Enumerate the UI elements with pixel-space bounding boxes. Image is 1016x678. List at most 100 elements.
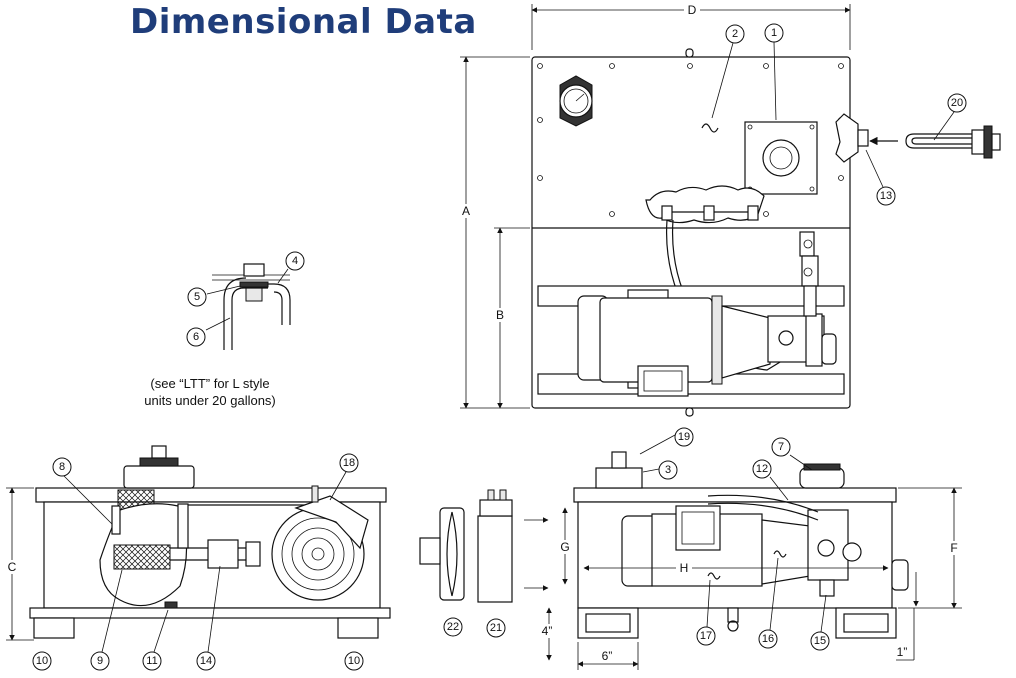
dimension-d-label: D (688, 3, 697, 17)
callout-22: 22 (443, 617, 463, 637)
dimension-c-label: C (8, 560, 17, 574)
callout-8: 8 (52, 457, 72, 477)
callout-1: 1 (764, 23, 784, 43)
front-pump-bell (761, 519, 811, 585)
side-piping (170, 503, 318, 569)
drain-plug (164, 601, 178, 609)
callout-13: 13 (876, 186, 896, 206)
immersion-heater (869, 125, 1001, 159)
callout-15: 15 (810, 631, 830, 651)
dimension-b-label: B (496, 308, 504, 322)
level-mark-17 (707, 572, 721, 580)
leveling-foot-left (33, 617, 75, 639)
style-note-line-2: units under 20 gallons) (144, 393, 276, 408)
callout-14: 14 (196, 651, 216, 671)
heater-port-fitting (857, 129, 869, 147)
lifting-tab-top (685, 48, 694, 58)
callout-10-right: 10 (344, 651, 364, 671)
svg-text:15: 15 (814, 635, 826, 647)
callout-12: 12 (752, 459, 772, 479)
bolt-thread (245, 286, 263, 302)
leveling-foot-right (337, 617, 379, 639)
svg-text:3: 3 (665, 464, 671, 476)
filler-breather (123, 465, 195, 489)
accessory-parts (419, 489, 549, 603)
svg-text:19: 19 (678, 431, 690, 443)
front-view: G H F 4” 6” 1” (534, 451, 962, 670)
svg-text:12: 12 (756, 463, 768, 475)
style-note-line-1: (see “LTT” for L style (150, 376, 270, 391)
motor-top-view (577, 295, 771, 397)
front-return-hose (707, 494, 819, 513)
svg-text:6: 6 (193, 331, 199, 343)
callout-17: 17 (696, 626, 716, 646)
return-filter-21 (477, 515, 513, 603)
dimension-a-label: A (462, 204, 470, 218)
dimension-1in-label: 1” (897, 645, 908, 659)
dimension-f-label: F (950, 541, 957, 555)
callout-16: 16 (758, 629, 778, 649)
svg-text:16: 16 (762, 633, 774, 645)
dimension-g-label: G (560, 540, 569, 554)
heater-port-housing (835, 113, 859, 163)
svg-text:13: 13 (880, 190, 892, 202)
svg-text:10: 10 (348, 655, 360, 667)
callout-5: 5 (187, 287, 207, 307)
callout-leaders (63, 41, 955, 653)
side-view: C (4, 445, 391, 641)
svg-text:11: 11 (146, 655, 157, 667)
dimension-h-label: H (680, 561, 689, 575)
side-skid (29, 607, 391, 619)
svg-text:21: 21 (490, 622, 502, 634)
callout-3: 3 (658, 460, 678, 480)
pump-valve-assembly (767, 231, 837, 367)
callout-6: 6 (186, 327, 206, 347)
svg-text:20: 20 (951, 97, 963, 109)
clean-out-cover (744, 121, 818, 195)
callout-21: 21 (486, 618, 506, 638)
svg-text:22: 22 (447, 621, 459, 633)
svg-text:17: 17 (700, 630, 712, 642)
pressure-gauge (559, 75, 593, 127)
callout-2: 2 (725, 24, 745, 44)
sight-gauge (111, 505, 121, 535)
callout-4: 4 (285, 251, 305, 271)
filter-head (479, 499, 513, 517)
front-valve-block (807, 509, 849, 581)
svg-text:10: 10 (36, 655, 48, 667)
lifting-tab-bottom (685, 407, 694, 417)
svg-text:4: 4 (292, 255, 298, 267)
washer (239, 281, 269, 288)
svg-text:2: 2 (732, 28, 738, 40)
svg-text:5: 5 (194, 291, 200, 303)
svg-text:1: 1 (771, 27, 777, 39)
style-note: (see “LTT” for L style units under 20 ga… (90, 375, 330, 409)
svg-text:14: 14 (200, 655, 212, 667)
level-mark-16 (773, 550, 787, 558)
callout-20: 20 (947, 93, 967, 113)
bracket-outline (231, 283, 291, 350)
callout-9: 9 (90, 651, 110, 671)
callout-11: 11 (142, 651, 162, 671)
heat-exchanger-fitting (419, 537, 441, 565)
front-drain (727, 620, 739, 632)
callout-18: 18 (339, 453, 359, 473)
callout-19: 19 (674, 427, 694, 447)
dimension-4in-label: 4” (542, 624, 553, 638)
fastener-detail (212, 263, 291, 350)
svg-text:8: 8 (59, 461, 65, 473)
electric-motor (271, 485, 369, 601)
svg-text:18: 18 (343, 457, 355, 469)
callout-10-left: 10 (32, 651, 52, 671)
air-breather (595, 467, 643, 489)
callout-7: 7 (771, 437, 791, 457)
top-view: D A B (458, 3, 1001, 417)
dimension-6in-label: 6” (602, 649, 613, 663)
heater-port-front (891, 559, 909, 591)
svg-text:7: 7 (778, 441, 784, 453)
heat-exchanger-22 (439, 507, 465, 601)
page-title: Dimensional Data (130, 2, 477, 42)
bolt-head (243, 263, 265, 277)
svg-text:9: 9 (97, 655, 103, 667)
